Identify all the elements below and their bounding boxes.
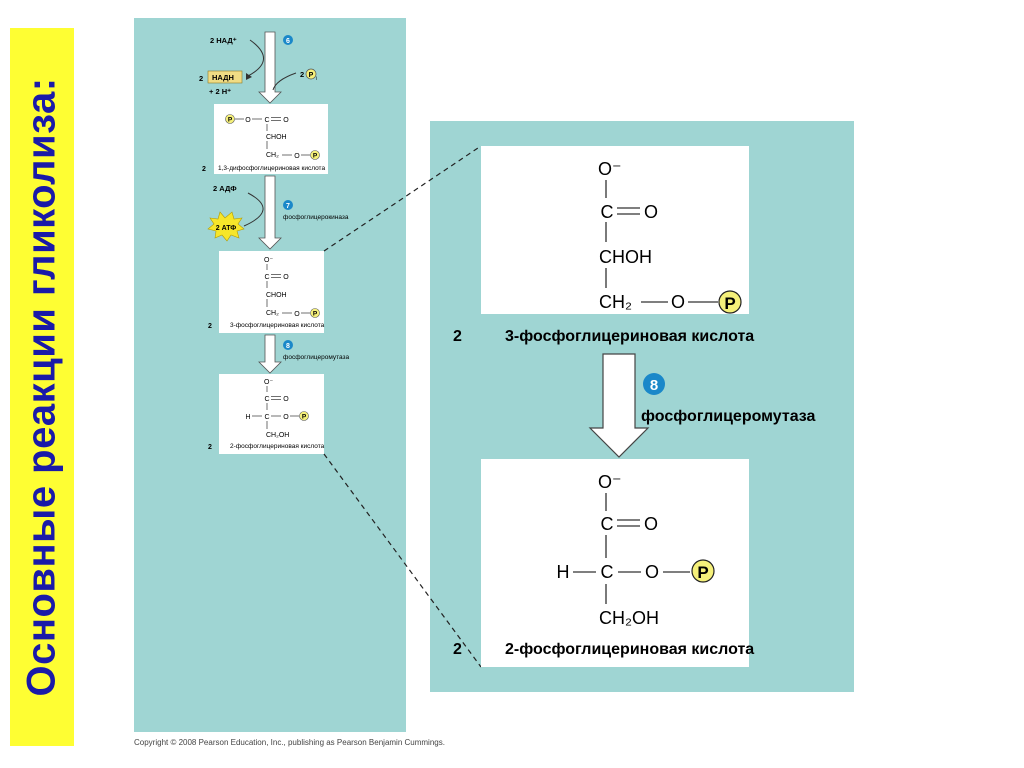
m2-o: O [283,274,289,281]
zoom-step8-circle [643,373,665,395]
zb-o-minus: O⁻ [598,472,622,492]
nad-in-label: 2 НАД⁺ [210,36,237,45]
zoom-line-top [323,145,482,252]
h-plus-label: + 2 H⁺ [209,87,231,96]
m1-phosphate-left-icon [225,114,235,124]
zoom-bottom-name: 2-фосфоглицериновая кислота [505,641,754,658]
zb-ch2oh: CH₂OH [599,608,659,628]
m2-choh: CHOH [266,292,287,299]
zt-c: C [601,202,614,222]
m2-o2: O [294,311,300,318]
atp-label: 2 АТФ [216,225,237,232]
m2-phosphate-icon [310,308,320,318]
m2-o-minus: O⁻ [264,257,273,264]
adp-label: 2 АДФ [213,184,237,193]
m1-coef: 2 [202,166,206,173]
m1-o2: O [283,117,289,124]
zb-h: H [557,562,570,582]
zoom-top-molecule-box [481,146,749,314]
m2-c: C [264,274,269,281]
zoom-step8-label: 8 [650,377,658,394]
step7-circle [283,200,293,210]
m3-o2: O [283,414,289,421]
zt-ch2: CH₂ [599,292,632,312]
m3-name: 2-фосфоглицериновая кислота [230,443,325,450]
zb-o: O [644,514,658,534]
m3-c2: C [264,414,269,421]
zoom-enzyme-label: фосфоглицеромутаза [641,408,816,425]
enzyme8-small-label: фосфоглицеромутаза [283,354,350,361]
m1-ch2: CH₂ [266,152,279,159]
m2-p: P [313,311,318,318]
step8-small-circle [283,340,293,350]
m3-p: P [302,414,307,421]
m3-c: C [264,396,269,403]
zt-choh: CHOH [599,247,652,267]
zb-p: P [697,563,708,582]
zb-c: C [601,514,614,534]
m3-ch2oh: CH₂OH [266,432,289,439]
m1-p-right: P [313,153,318,160]
zt-p: P [724,294,735,313]
zt-phosphate-icon [718,290,742,314]
pi-phosphate-icon [305,68,317,80]
zt-ester-o: O [671,292,685,312]
nadh-label: НАДН [212,73,234,82]
nad-curve-arrowhead [246,73,252,80]
step7-label: 7 [286,203,290,210]
m3-phosphate-icon [299,411,309,421]
m2-coef: 2 [208,323,212,330]
m1-phosphate-right-icon [310,150,320,160]
side-title-banner: Основные реакции гликолиза: [10,28,74,746]
m3-o: O [283,396,289,403]
pi-curve-arrow [272,72,297,91]
reaction-arrow-step7 [258,175,282,250]
zoom-top-name: 3-фосфоглицериновая кислота [505,328,754,345]
zt-o: O [644,202,658,222]
copyright-notice: Copyright © 2008 Pearson Education, Inc.… [134,738,445,747]
m3-o-minus: O⁻ [264,379,273,386]
m1-name: 1,3-дифосфоглицериновая кислота [218,165,325,172]
m2-name: 3-фосфоглицериновая кислота [230,322,325,329]
zoom-top-coef: 2 [453,328,462,345]
nadh-coef: 2 [199,74,203,83]
m3-h: H [245,414,250,421]
m3-coef: 2 [208,444,212,451]
enzyme7-label: фосфоглицерокиназа [283,214,349,221]
zb-phosphate-icon [691,559,715,583]
step8-small-label: 8 [286,343,290,350]
pi-symbol: P [309,72,314,79]
zb-ester-o: O [645,562,659,582]
step6-circle [283,35,293,45]
reaction-arrow-step6 [258,31,282,104]
m2-ch2: CH₂ [266,310,279,317]
zt-o-minus: O⁻ [598,159,622,179]
molecule2-box [219,251,324,333]
nadh-box [207,70,243,84]
zb-c2: C [601,562,614,582]
adp-curve-arrow [243,192,264,227]
zoom-bottom-coef: 2 [453,641,462,658]
m1-p-left: P [228,117,233,124]
pi-subscript: i [316,76,317,82]
m1-choh: CHOH [266,134,287,141]
zoom-line-bottom [323,453,482,668]
zoom-reaction-arrow [588,353,650,458]
step6-label: 6 [286,38,290,45]
m1-o3: O [294,153,300,160]
m1-o1: O [245,117,251,124]
atp-burst-icon [207,211,245,242]
reaction-arrow-step8-small [258,334,282,374]
nad-curve-arrow [247,39,264,77]
pi-coef: 2 [300,70,304,79]
m1-c1: C [264,117,269,124]
